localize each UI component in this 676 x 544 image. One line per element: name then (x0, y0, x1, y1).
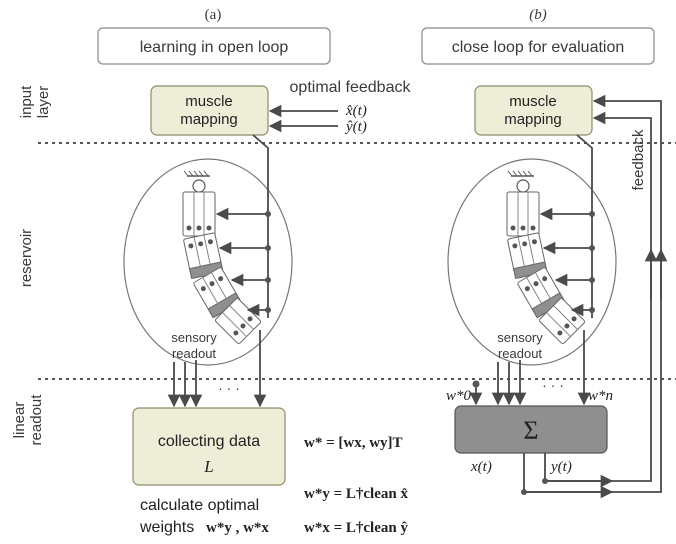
row-label-readout-line2: readout (28, 394, 45, 446)
panel-b-muscle-line1: muscle (509, 93, 557, 110)
panel-a-collecting-line1: collecting data (158, 433, 260, 450)
panel-a-title: learning in open loop (140, 39, 289, 56)
panel-a-muscle-line1: muscle (185, 93, 233, 110)
panel-b-yt: y(t) (549, 459, 572, 475)
panel-a-optimal-feedback: optimal feedback (290, 79, 412, 96)
panel-b-feedback-loop-x (523, 94, 662, 493)
panel-a-muscle-mapping (150, 85, 269, 136)
panel-b-wn: w*n (588, 388, 613, 404)
panel-b-title-box (421, 27, 655, 65)
panel-a-dots: · · · (218, 380, 240, 396)
panel-b-feedback-label: feedback (630, 129, 647, 190)
panel-a-calc-vars: w*y , w*x (206, 520, 269, 536)
row-label-input-line2: layer (35, 86, 52, 119)
panel-b-arm-icon (506, 170, 586, 345)
panel-a-calc-line2: weights (139, 519, 194, 536)
panel-b-muscle-bus (576, 134, 593, 318)
panel-b-feedback-loop-y (544, 111, 652, 482)
panel-b-muscle-mapping (474, 85, 593, 136)
panel-a-muscle-line2: mapping (180, 111, 238, 128)
panel-b-sigma: Σ (523, 416, 538, 445)
panel-b-sensory-line2: readout (498, 346, 542, 361)
panel-b-sensory-line1: sensory (497, 330, 543, 345)
panel-b-w0: w*0 (446, 388, 472, 404)
panel-b-title: close loop for evaluation (452, 39, 625, 56)
panel-a-yhat: ŷ(t) (344, 119, 367, 135)
row-label-readout-line1: linear (11, 402, 28, 439)
panel-b-tag: (b) (529, 7, 547, 23)
row-label-input-line1: input (18, 85, 35, 118)
panel-a-sensory-line1: sensory (171, 330, 217, 345)
row-label-reservoir: reservoir (18, 229, 35, 287)
panel-a-eq1: w* = [wx, wy]T (304, 435, 403, 451)
panel-a-collecting-line2: L (203, 457, 213, 476)
panel-a-muscle-bus (252, 134, 269, 318)
panel-a-tag: (a) (205, 7, 222, 23)
panel-a-title-box (97, 27, 331, 65)
panel-b-sum-box (454, 405, 608, 454)
panel-a-sensory-line2: readout (172, 346, 216, 361)
panel-a-calc-line1: calculate optimal (140, 497, 259, 514)
panel-a-collecting-data-box (132, 407, 286, 486)
panel-b-xt: x(t) (470, 459, 492, 475)
panel-b-muscle-line2: mapping (504, 111, 562, 128)
panel-a-eq2: w*y = L†clean x̂ (304, 486, 408, 502)
panel-b-dots: · · · (542, 377, 564, 393)
panel-a-xhat: x̂(t) (345, 103, 367, 119)
panel-a-eq3: w*x = L†clean ŷ (304, 520, 408, 536)
